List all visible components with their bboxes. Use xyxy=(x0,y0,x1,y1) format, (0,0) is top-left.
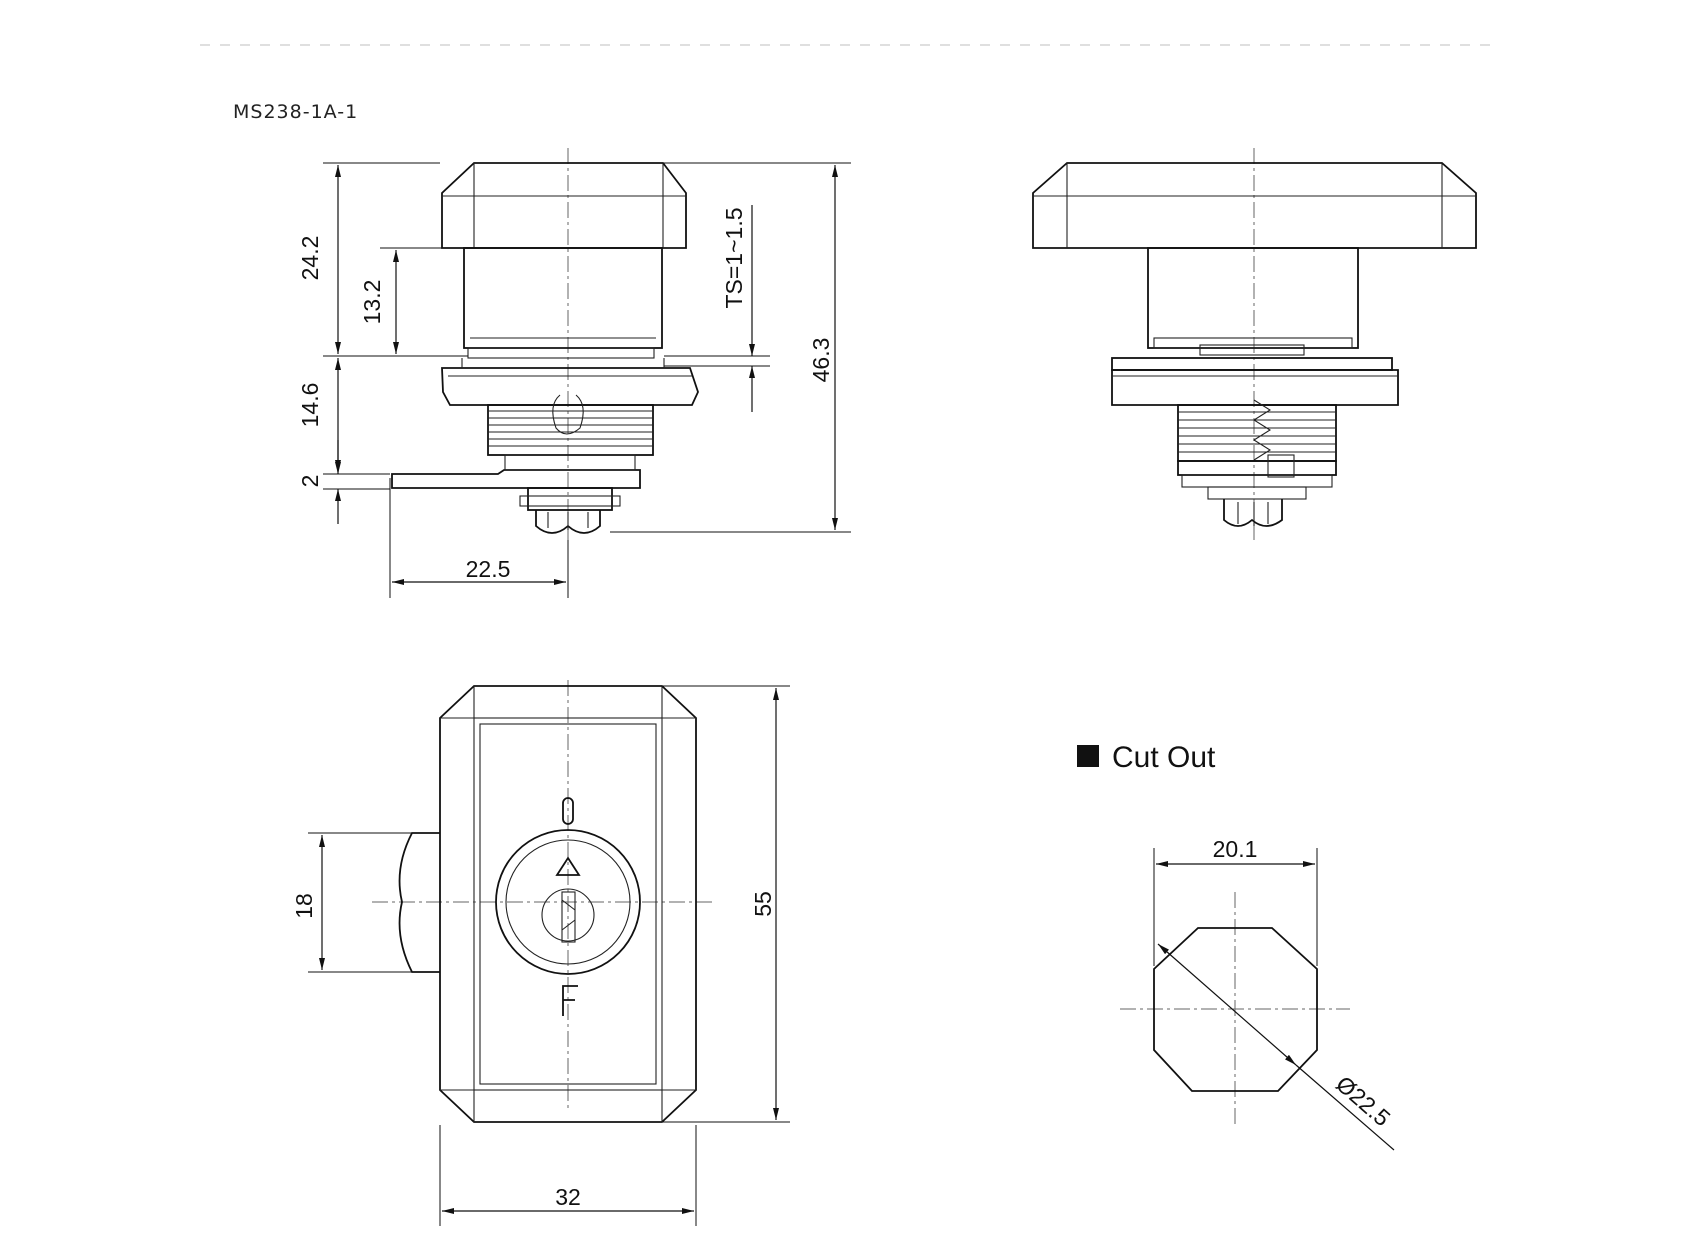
open-position-mark xyxy=(562,797,574,825)
arrow-position-mark xyxy=(555,856,581,876)
dimension-cam-width: 18 xyxy=(291,893,317,919)
dimension-cam-thickness: 2 xyxy=(297,475,323,488)
cut-out-view xyxy=(1120,848,1350,1125)
dimension-cutout-diameter: Ø22.5 xyxy=(1331,1071,1395,1132)
dimension-line-cutout-diameter xyxy=(1157,943,1297,1066)
dimension-leader-cutout-diameter xyxy=(1295,1064,1395,1151)
top-view xyxy=(372,680,712,1123)
dimension-head-length: 55 xyxy=(750,891,776,917)
dimension-head-width: 32 xyxy=(555,1184,581,1210)
dimension-head-height: 24.2 xyxy=(297,236,323,281)
dimension-cam-offset: 22.5 xyxy=(466,556,511,582)
dimension-panel-thickness: TS=1~1.5 xyxy=(721,207,747,308)
factory-position-mark xyxy=(562,985,578,1016)
top-view-extension-lines xyxy=(308,685,790,1226)
front-view xyxy=(391,148,699,540)
dimension-cutout-flat: 20.1 xyxy=(1213,836,1258,862)
dimension-thread-length: 14.6 xyxy=(297,383,323,428)
model-code-title: MS238-1A-1 xyxy=(233,101,358,123)
side-view xyxy=(1032,148,1477,540)
cut-out-bullet-icon xyxy=(1077,745,1099,767)
cut-out-label: Cut Out xyxy=(1112,741,1216,774)
dimension-overall-length: 46.3 xyxy=(808,338,834,383)
dimension-body-to-flange: 13.2 xyxy=(359,280,385,325)
front-view-extension-lines xyxy=(323,162,851,598)
